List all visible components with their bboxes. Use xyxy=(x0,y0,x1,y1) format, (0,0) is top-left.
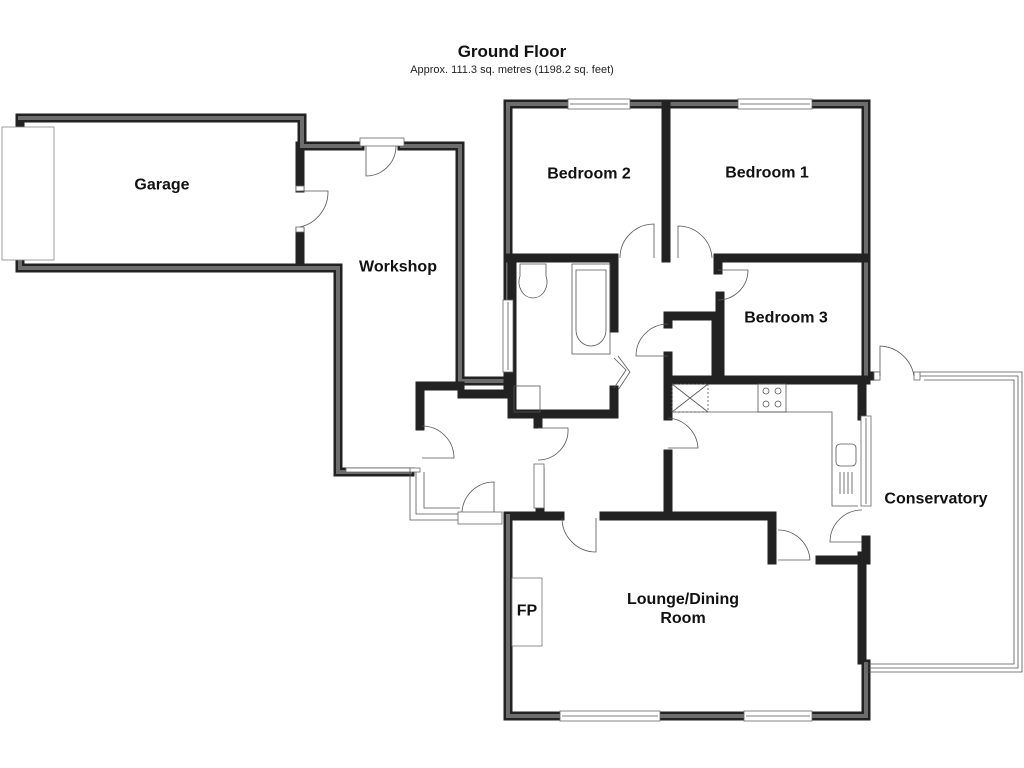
room-label-bedroom-3: Bedroom 3 xyxy=(744,309,828,327)
plan-title: Ground Floor xyxy=(457,42,567,61)
main-house-walls xyxy=(415,99,879,721)
room-label-garage: Garage xyxy=(134,176,190,194)
room-label-workshop: Workshop xyxy=(359,258,437,276)
room-label-bedroom-2: Bedroom 2 xyxy=(547,165,631,183)
garage-workshop-walls xyxy=(15,113,513,477)
fireplace-label: FP xyxy=(516,602,538,620)
garage-door xyxy=(1,126,55,261)
fireplace xyxy=(511,577,543,647)
fixtures xyxy=(511,263,858,647)
room-label-lounge-dining: Lounge/Dining Room xyxy=(627,590,739,628)
windows xyxy=(345,98,872,722)
room-label-lounge-line2: Room xyxy=(660,610,706,627)
plan-area-subtitle: Approx. 111.3 sq. metres (1198.2 sq. fee… xyxy=(410,64,614,76)
conservatory-frame xyxy=(866,345,1023,673)
room-label-conservatory: Conservatory xyxy=(884,490,988,508)
doors xyxy=(421,223,863,561)
room-label-bedroom-1: Bedroom 1 xyxy=(725,164,809,182)
room-label-lounge-line1: Lounge/Dining xyxy=(627,591,739,608)
